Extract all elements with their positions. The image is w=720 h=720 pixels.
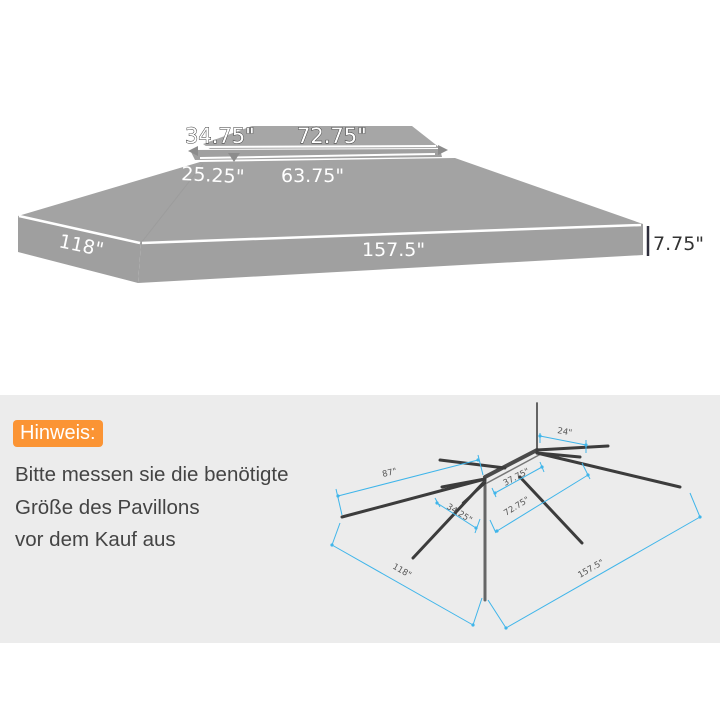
- dim-87-label: 87": [381, 467, 398, 480]
- upper-inner-depth-label: 25.25": [181, 163, 245, 188]
- dimension-arrowheads: [330, 434, 702, 630]
- arrow-down-icon: [228, 153, 240, 162]
- dim-118-label: 118": [391, 562, 414, 581]
- arrow-left-icon: [188, 146, 198, 156]
- roof-top-surface: [18, 158, 643, 243]
- dim-72-75-label: 72.75": [502, 495, 531, 518]
- dim-24-label: 24": [556, 426, 572, 438]
- upper-depth-label: 34.75": [185, 124, 255, 148]
- upper-inner-width-label: 63.75": [281, 165, 344, 187]
- frame-poles: [340, 402, 682, 602]
- hint-text: Bitte messen sie die benötigte Größe des…: [15, 459, 289, 557]
- hint-line: vor dem Kauf aus: [15, 528, 176, 551]
- hint-badge: Hinweis:: [13, 420, 103, 447]
- upper-tier-top: [203, 126, 440, 149]
- hint-line: Bitte messen sie die benötigte: [15, 463, 289, 486]
- width-label: 157.5": [362, 239, 425, 261]
- dim-157-5-label: 157.5": [577, 558, 607, 581]
- hint-line: Größe des Pavillons: [15, 495, 200, 519]
- upper-width-label: 72.75": [297, 124, 367, 148]
- height-label: 7.75": [653, 233, 704, 255]
- roof-canopy-diagram: 34.75" 72.75" 25.25" 63.75" 118" 157.5" …: [18, 124, 704, 283]
- frame-diagram: 24" 87" 37.75" 34.25" 72.75" 118" 157.5": [330, 402, 702, 630]
- arrow-right-icon: [438, 145, 448, 155]
- roof-left-side: [18, 216, 141, 283]
- note-panel: Hinweis: Bitte messen sie die benötigte …: [0, 395, 720, 643]
- dim-34-25-label: 34.25": [444, 502, 473, 525]
